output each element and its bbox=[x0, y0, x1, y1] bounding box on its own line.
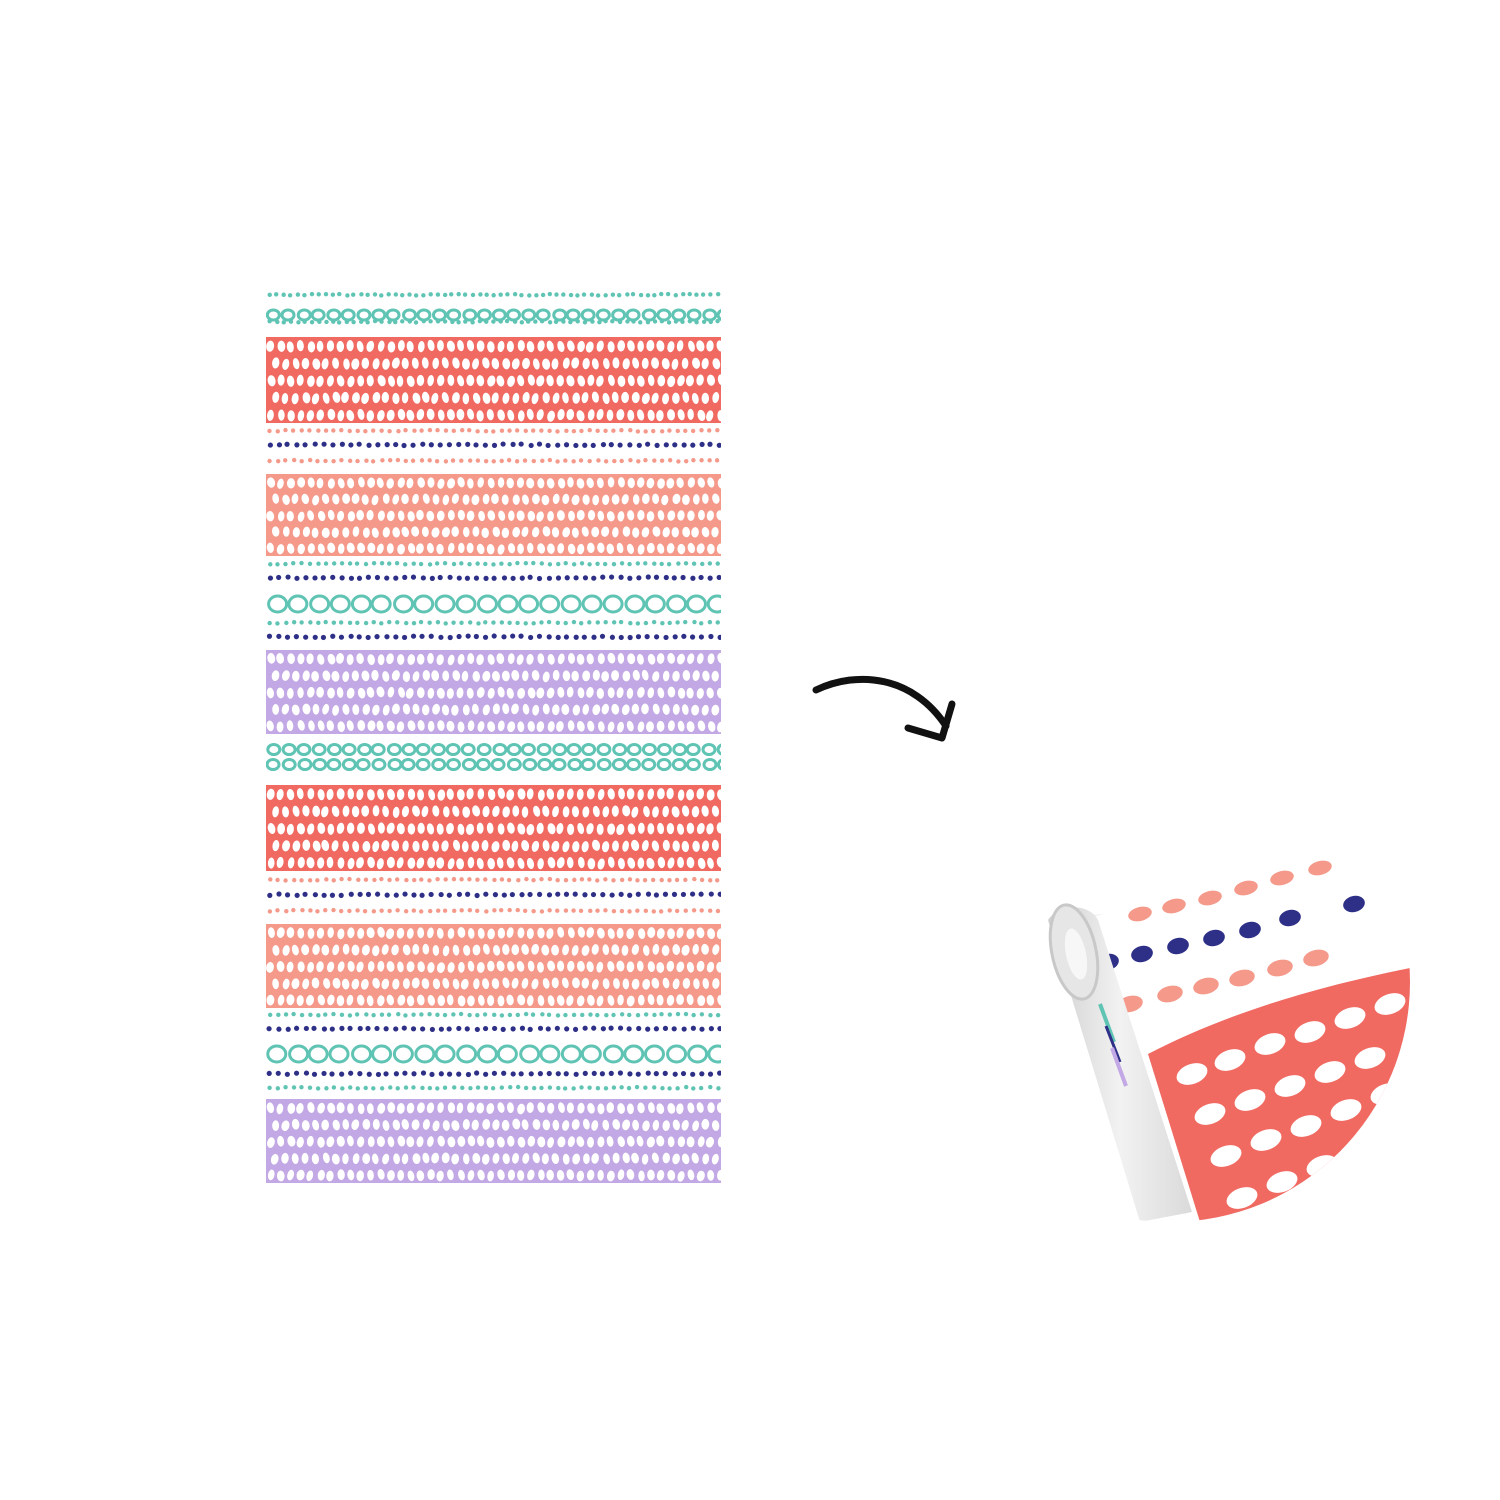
pattern-band bbox=[266, 633, 721, 641]
pattern-band bbox=[266, 1044, 721, 1064]
pattern-knit-hole bbox=[1214, 1049, 1246, 1071]
pattern-band bbox=[267, 594, 721, 614]
pattern-artwork bbox=[266, 291, 721, 1183]
pattern-band bbox=[267, 318, 720, 325]
pattern-band bbox=[267, 619, 720, 626]
curved-arrow-icon bbox=[808, 668, 968, 758]
pattern-band bbox=[267, 457, 720, 464]
pattern-band bbox=[267, 1084, 721, 1091]
pattern-dot bbox=[1303, 949, 1329, 967]
pattern-knit-hole bbox=[1374, 993, 1406, 1015]
pattern-band bbox=[267, 427, 720, 434]
pattern-dot bbox=[1267, 959, 1293, 977]
pattern-band bbox=[266, 1070, 721, 1078]
pattern-knit-hole bbox=[1210, 1145, 1242, 1167]
pattern-dot bbox=[1131, 945, 1153, 963]
pattern-knit-hole bbox=[1226, 1187, 1258, 1209]
pattern-band bbox=[267, 574, 721, 582]
pattern-knit-hole bbox=[1254, 1033, 1286, 1055]
pattern-band bbox=[267, 441, 721, 449]
pattern-knit-hole bbox=[1194, 1103, 1226, 1125]
pattern-dot bbox=[1343, 895, 1365, 913]
pattern-knit-hole bbox=[1234, 1089, 1266, 1111]
pattern-knit-hole bbox=[1250, 1129, 1282, 1151]
pattern-band bbox=[267, 291, 721, 298]
pattern-dot bbox=[1198, 890, 1222, 906]
pattern-band bbox=[266, 785, 721, 871]
pattern-band bbox=[266, 474, 721, 556]
pattern-band bbox=[266, 337, 721, 423]
pattern-dot bbox=[1308, 860, 1332, 876]
pattern-dot bbox=[1229, 969, 1255, 987]
pattern-dot bbox=[1167, 937, 1189, 955]
pattern-dot bbox=[1162, 898, 1186, 914]
pattern-knit-hole bbox=[1294, 1021, 1326, 1043]
wallpaper-pattern-panel bbox=[266, 287, 721, 1192]
pattern-knit-hole bbox=[1386, 1123, 1410, 1145]
pattern-dot bbox=[1279, 909, 1301, 927]
pattern-band bbox=[268, 876, 720, 883]
pattern-band bbox=[266, 743, 721, 771]
pattern-band bbox=[266, 1025, 721, 1033]
pattern-knit-hole bbox=[1334, 1007, 1366, 1029]
pattern-knit-hole bbox=[1330, 1099, 1362, 1121]
pattern-dot bbox=[1239, 921, 1261, 939]
pattern-band bbox=[266, 924, 721, 1008]
pattern-band bbox=[267, 907, 721, 914]
pattern-dot bbox=[1270, 870, 1294, 886]
pattern-knit-hole bbox=[1266, 1171, 1298, 1193]
pattern-dot bbox=[1203, 929, 1225, 947]
pattern-dot bbox=[1193, 977, 1219, 995]
pattern-band bbox=[267, 1011, 721, 1018]
pattern-band bbox=[266, 650, 721, 734]
pattern-dot bbox=[1234, 880, 1258, 896]
pattern-knit-hole bbox=[1354, 1047, 1386, 1069]
pattern-band bbox=[266, 1099, 721, 1183]
pattern-knit-hole bbox=[1274, 1075, 1306, 1097]
pattern-knit-hole bbox=[1176, 1063, 1208, 1085]
pattern-knit-hole bbox=[1314, 1061, 1346, 1083]
pattern-dot bbox=[1128, 906, 1152, 922]
pattern-knit-hole bbox=[1290, 1115, 1322, 1137]
pattern-band bbox=[266, 308, 721, 322]
pattern-band bbox=[268, 560, 720, 567]
pattern-dot bbox=[1157, 985, 1183, 1003]
wallpaper-roll-closeup bbox=[930, 742, 1410, 1222]
pattern-band bbox=[267, 891, 721, 899]
